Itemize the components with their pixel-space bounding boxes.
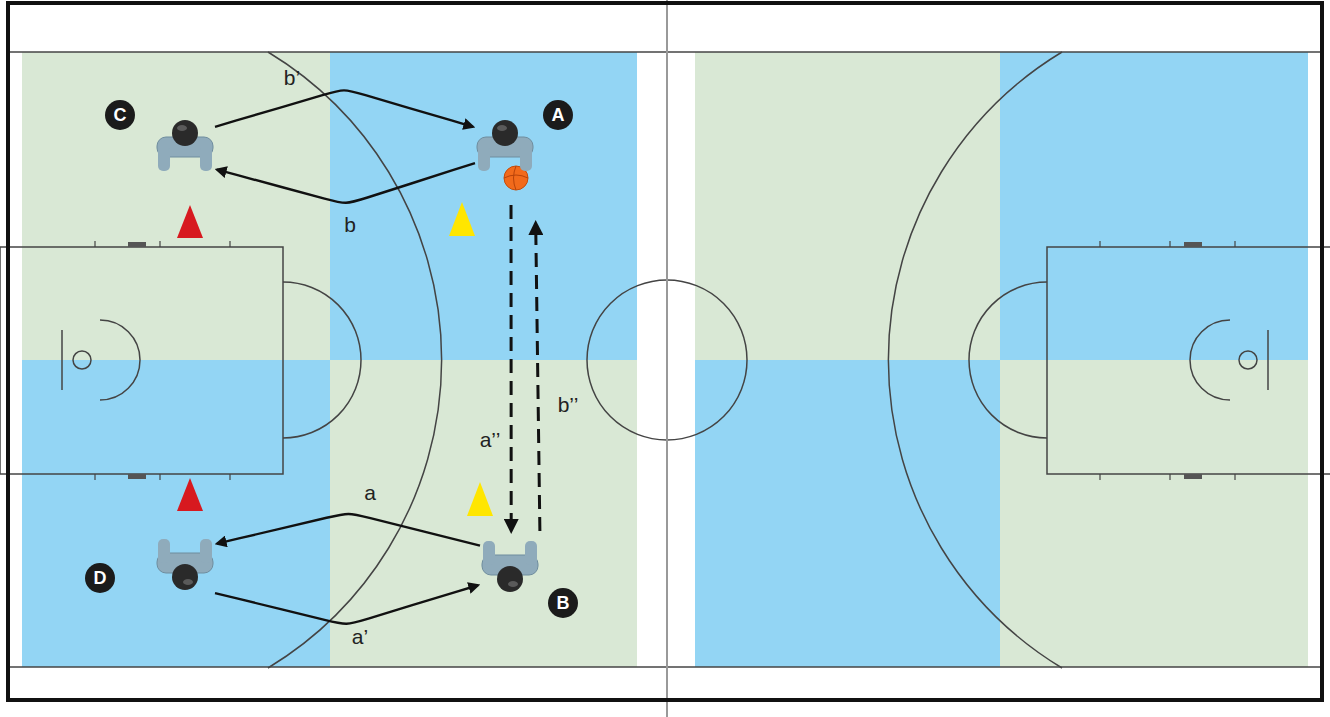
court-frame xyxy=(8,3,1322,700)
yellow-cone xyxy=(467,482,493,516)
yellow-cone xyxy=(449,202,475,236)
player-illustration xyxy=(155,537,215,603)
red-cone xyxy=(177,205,203,238)
pass-label: a xyxy=(364,481,376,505)
cones xyxy=(177,202,493,516)
pass-arrow xyxy=(215,90,473,126)
pass-arrow xyxy=(217,163,475,203)
player-figure xyxy=(477,120,533,171)
pass-label: a’ xyxy=(352,625,368,649)
pass-label: a’’ xyxy=(480,428,501,452)
pass-arrow xyxy=(536,223,540,531)
player-illustration xyxy=(480,539,540,605)
player-figure xyxy=(157,120,213,171)
player: D xyxy=(155,537,215,603)
player-figure xyxy=(157,539,213,590)
player: B xyxy=(480,539,540,605)
player-letter: A xyxy=(543,100,573,130)
player-figure xyxy=(482,541,538,592)
center-line xyxy=(666,0,668,717)
pass-label: b xyxy=(344,213,356,237)
player: C xyxy=(155,107,215,173)
court-zones xyxy=(22,52,1308,667)
pass-label: b’’ xyxy=(558,393,579,417)
player-illustration xyxy=(155,107,215,173)
court-lines xyxy=(0,52,1330,668)
player-letter: C xyxy=(105,100,135,130)
player: A xyxy=(475,107,535,173)
player-letter: B xyxy=(548,588,578,618)
player-letter: D xyxy=(85,563,115,593)
pass-arrow xyxy=(215,585,478,623)
pass-arrow xyxy=(217,514,480,546)
red-cone xyxy=(177,478,203,511)
player-illustration xyxy=(475,107,535,173)
pass-arrow xyxy=(510,205,513,531)
pass-label: b’ xyxy=(284,66,300,90)
